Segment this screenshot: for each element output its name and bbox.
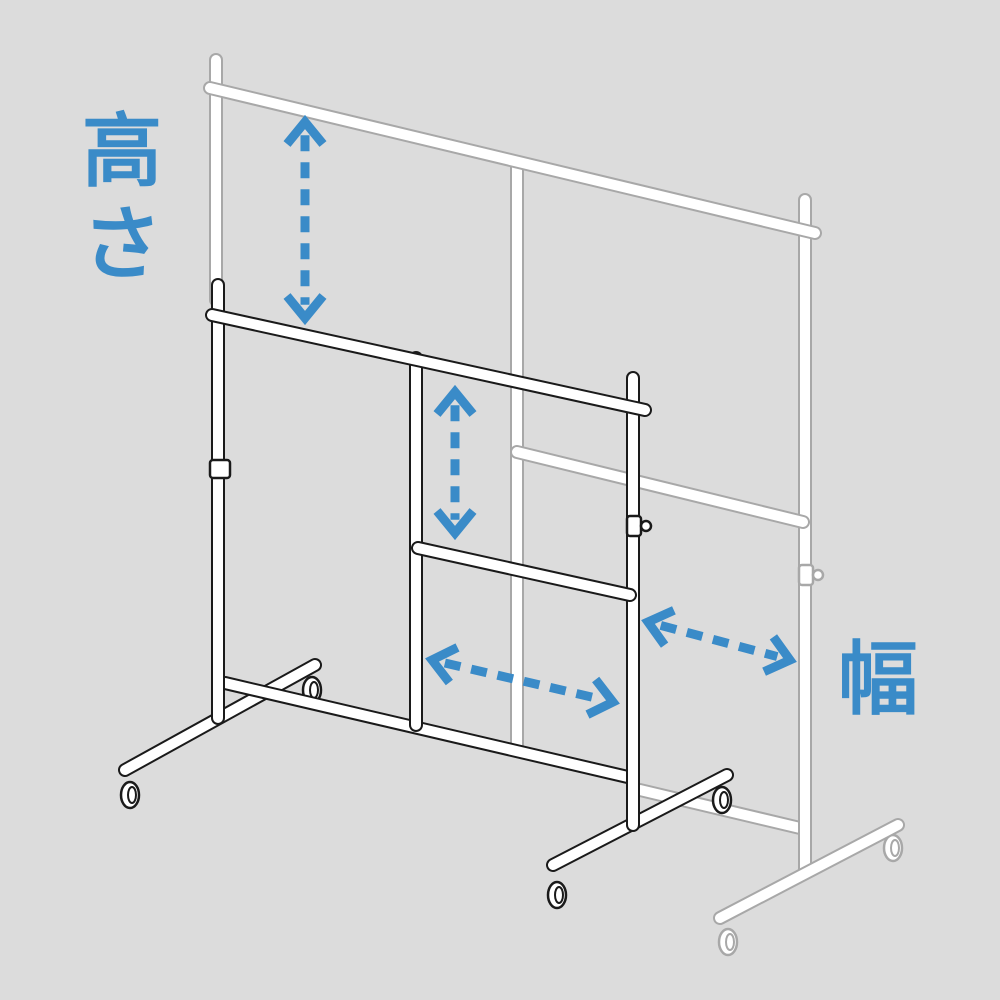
front-top-bar xyxy=(207,310,650,415)
back-top-bar xyxy=(205,83,820,238)
back-right-foot xyxy=(715,820,903,923)
caster-hub xyxy=(554,886,564,904)
width-arrow-side-arrowhead-start xyxy=(641,606,676,648)
front-clamp-knob xyxy=(639,519,653,533)
height-label-char-2: さ xyxy=(82,198,162,291)
width-arrow-side-arrowhead-end xyxy=(762,634,797,676)
caster-hub xyxy=(127,786,137,804)
front-left-clamp xyxy=(208,458,232,480)
width-arrow-front-arrowhead-end xyxy=(585,676,620,719)
width-arrow-side-dashed-line xyxy=(659,621,779,661)
caster-hub xyxy=(890,839,900,857)
width-label: 幅 xyxy=(838,633,918,726)
front-middle-bar xyxy=(413,543,635,600)
back-middle-bar xyxy=(512,447,808,527)
back-clamp xyxy=(797,563,815,587)
height-label-char-1: 高 xyxy=(82,105,162,198)
caster-hub xyxy=(725,933,735,951)
front-right-clamp xyxy=(625,514,643,538)
width-arrow-front-arrowhead-start xyxy=(425,643,460,686)
front-bottom-bar xyxy=(220,678,637,783)
height-arrow-middle-arrowhead-start xyxy=(433,384,477,417)
rack-compact-front xyxy=(118,278,734,910)
height-arrow-top-arrowhead-start xyxy=(283,114,327,147)
dimension-arrows xyxy=(283,114,797,719)
back-clamp-knob xyxy=(811,568,825,582)
height-arrow-middle-arrowhead-end xyxy=(433,508,477,541)
caster-hub xyxy=(719,791,729,809)
height-arrow-top-arrowhead-end xyxy=(283,293,327,326)
rack-extended-back xyxy=(203,53,905,957)
